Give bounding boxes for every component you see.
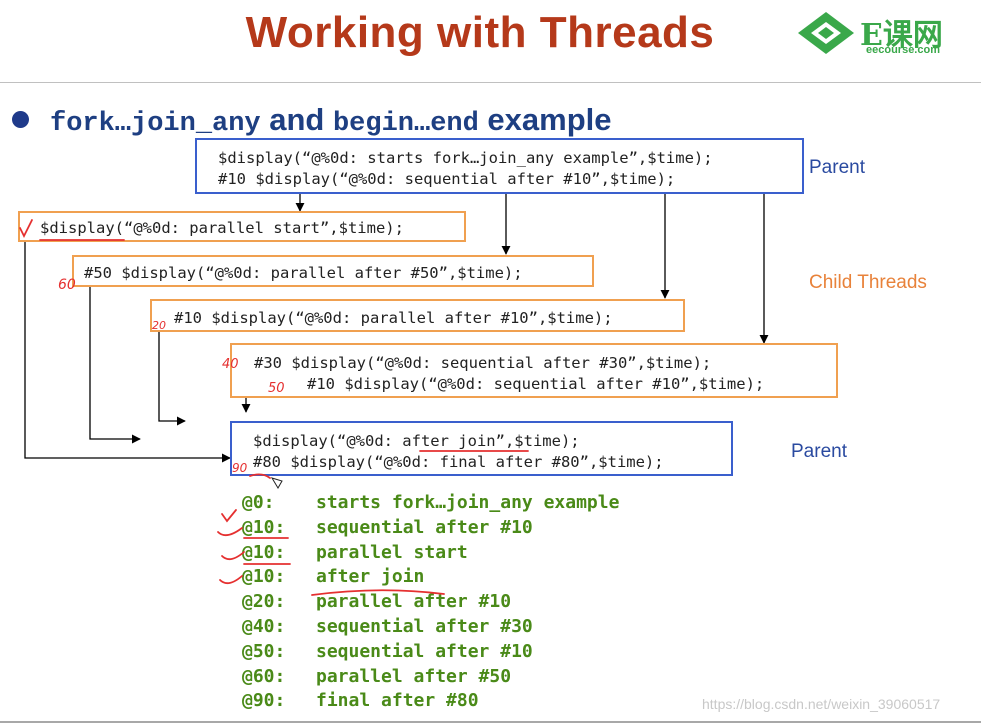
arrow-join-from-start <box>24 242 231 463</box>
title-divider <box>0 82 981 83</box>
mouse-cursor-icon <box>270 477 283 489</box>
check-mark-icon <box>221 551 245 561</box>
arrow-join-from-50 <box>89 287 141 444</box>
slide-title: Working with Threads <box>245 8 715 57</box>
annotation-40: 40 <box>222 357 239 372</box>
annotation-50: 50 <box>268 381 285 396</box>
child-threads-label: Child Threads <box>809 272 927 293</box>
simulation-output: @0:starts fork…join_any example @10:sequ… <box>242 492 619 715</box>
parent-bottom-label: Parent <box>791 441 847 462</box>
code-line: #80 $display(“@%0d: final after #80”,$ti… <box>253 453 664 471</box>
child-thread-3-box: #10 $display(“@%0d: parallel after #10”,… <box>150 299 685 332</box>
child-thread-2-box: #50 $display(“@%0d: parallel after #50”,… <box>72 255 594 287</box>
logo-mark-icon <box>798 12 854 54</box>
output-line: @50:sequential after #10 <box>242 640 533 662</box>
output-line: @0:starts fork…join_any example <box>242 492 620 513</box>
code-line: #10 $display(“@%0d: sequential after #10… <box>218 170 676 188</box>
child-thread-1-box: $display(“@%0d: parallel start”,$time); <box>18 211 466 242</box>
output-line: @10:sequential after #10 <box>242 516 533 538</box>
heading-and: and <box>260 102 333 137</box>
underline-mark <box>249 473 271 479</box>
bottom-divider <box>0 721 981 723</box>
check-mark-icon <box>221 509 237 523</box>
heading-fork-join-any: fork…join_any <box>50 109 261 139</box>
heading-begin-end: begin…end <box>332 109 479 139</box>
section-heading: fork…join_any and begin…end example <box>50 102 612 139</box>
parent-bottom-box: $display(“@%0d: after join”,$time); #80 … <box>230 421 733 476</box>
output-line: @60:parallel after #50 <box>242 665 512 687</box>
watermark-url: https://blog.csdn.net/weixin_39060517 <box>702 696 941 712</box>
annotation-20: 20 <box>152 319 166 332</box>
annotation-90: 90 <box>232 461 248 475</box>
eecourse-logo: E课网 eecourse.com <box>796 10 976 58</box>
code-line: #30 $display(“@%0d: sequential after #30… <box>254 354 712 372</box>
heading-example: example <box>478 102 612 137</box>
code-line: #50 $display(“@%0d: parallel after #50”,… <box>84 264 523 282</box>
code-line: #10 $display(“@%0d: sequential after #10… <box>307 375 765 393</box>
annotation-60: 60 <box>58 277 76 293</box>
arrow-join-from-10 <box>158 332 186 426</box>
underline-mark <box>311 589 445 596</box>
output-line: @20:parallel after #10 <box>242 591 512 613</box>
logo-text: E课网 <box>860 18 943 53</box>
code-line: $display(“@%0d: after join”,$time); <box>253 432 580 450</box>
logo-subtext: eecourse.com <box>866 44 940 56</box>
parent-top-label: Parent <box>809 157 865 178</box>
code-line: $display(“@%0d: starts fork…join_any exa… <box>218 149 713 167</box>
output-line: @10:after join <box>242 566 425 588</box>
check-mark-icon <box>219 575 243 585</box>
output-line: @40:sequential after #30 <box>242 615 533 637</box>
code-line: $display(“@%0d: parallel start”,$time); <box>40 219 404 237</box>
output-line: @10:parallel start <box>242 541 468 563</box>
code-line: #10 $display(“@%0d: parallel after #10”,… <box>174 309 613 327</box>
child-thread-4-box: #30 $display(“@%0d: sequential after #30… <box>230 343 838 398</box>
output-line: @90:final after #80 <box>242 690 479 712</box>
check-mark-icon <box>19 219 33 239</box>
parent-top-box: $display(“@%0d: starts fork…join_any exa… <box>195 138 804 194</box>
bullet-icon <box>12 111 29 128</box>
check-mark-icon <box>217 527 243 537</box>
